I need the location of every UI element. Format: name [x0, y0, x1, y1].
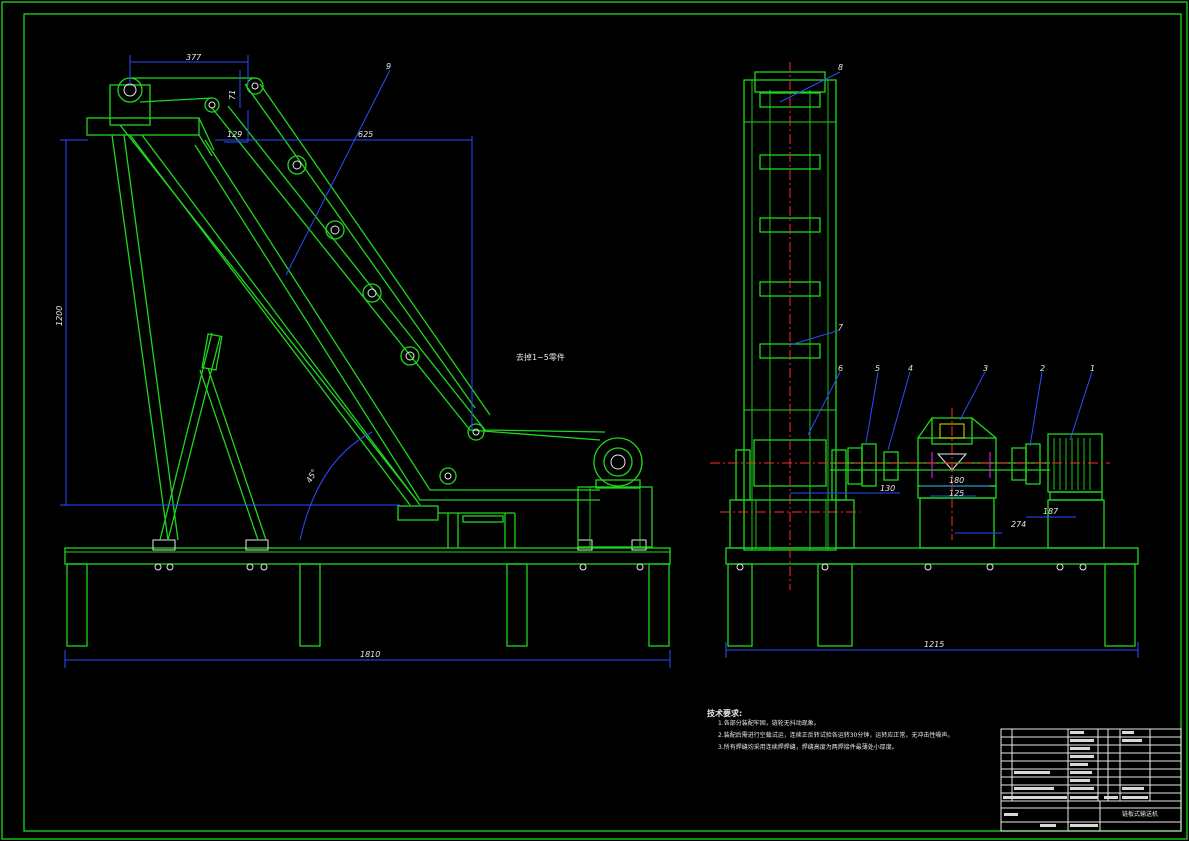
technical-notes: 技术要求: 1.各部分装配牢固，链轮无抖动现象。 2.装配后需进行空载试运，连续… [707, 708, 953, 751]
front-view: 377 71 129 625 1200 45° 1810 9 去掉1~5零件 [55, 53, 671, 668]
tech-note-3: 3.所有焊缝均采用连续焊焊缝，焊缝高度为两焊接件最薄处小厚度。 [718, 743, 898, 751]
balloon-3: 3 [983, 364, 988, 373]
dim-1215: 1215 [924, 640, 944, 649]
dim-180: 180 [949, 476, 964, 485]
note-remove-parts: 去掉1~5零件 [516, 352, 565, 362]
side-view: 130 180 125 274 187 1215 8 7 6 5 4 3 2 1 [710, 62, 1139, 658]
balloon-4: 4 [908, 364, 913, 373]
dim-625: 625 [358, 130, 373, 139]
balloon-7: 7 [838, 323, 844, 332]
balloon-6: 6 [838, 364, 843, 373]
dim-130: 130 [880, 484, 895, 493]
dim-274: 274 [1011, 520, 1026, 529]
tech-note-1: 1.各部分装配牢固，链轮无抖动现象。 [718, 719, 820, 727]
dim-1810: 1810 [360, 650, 380, 659]
balloon-8: 8 [838, 63, 843, 72]
dim-71: 71 [228, 90, 237, 100]
dim-377: 377 [186, 53, 202, 62]
inner-frame [23, 13, 1182, 832]
balloon-1: 1 [1090, 364, 1095, 373]
title-block: 链板式输送机 [1000, 728, 1182, 832]
tech-notes-title: 技术要求: [707, 708, 742, 718]
drawing-name: 链板式输送机 [1122, 810, 1158, 818]
dim-125: 125 [949, 489, 964, 498]
dim-45-degree: 45° [304, 468, 319, 485]
dim-187: 187 [1043, 507, 1059, 516]
dim-129: 129 [227, 130, 242, 139]
balloon-9: 9 [386, 62, 391, 71]
balloon-5: 5 [875, 364, 880, 373]
balloon-2: 2 [1040, 364, 1045, 373]
tech-note-2: 2.装配后需进行空载试运，连续正反转试验各运转30分钟，运转应正常，无冲击性噪声… [718, 731, 953, 739]
dim-1200: 1200 [55, 306, 64, 326]
